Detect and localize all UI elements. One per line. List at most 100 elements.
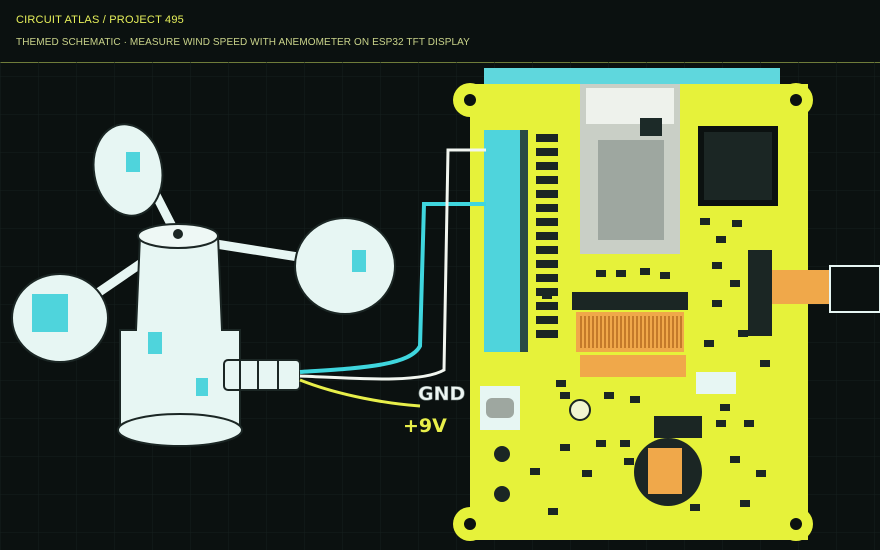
fpc-pin <box>672 316 674 348</box>
fpc-pin <box>596 316 598 348</box>
pin-pad <box>536 302 558 310</box>
smd-part <box>616 270 626 277</box>
fpc-pin <box>648 316 650 348</box>
pin-pads <box>536 134 558 338</box>
pin-pad <box>536 218 558 226</box>
smd-part <box>604 392 614 399</box>
smd-part <box>560 392 570 399</box>
smd-part <box>700 218 710 225</box>
esp32-shield-can <box>598 140 664 240</box>
header: CIRCUIT ATLAS / PROJECT 495 THEMED SCHEM… <box>0 0 880 63</box>
esp32-tft-board <box>453 68 880 541</box>
fpc-pin <box>600 316 602 348</box>
fpc-pin <box>676 316 678 348</box>
anemometer <box>11 123 396 447</box>
jst-connector <box>654 416 702 438</box>
smd-part <box>712 300 722 307</box>
fpc-pin <box>616 316 618 348</box>
reset-button <box>494 486 510 502</box>
pin-pad <box>536 316 558 324</box>
fpc-pin <box>640 316 642 348</box>
page-title: CIRCUIT ATLAS / PROJECT 495 <box>16 14 185 26</box>
battery-connector <box>648 448 682 494</box>
smd-part <box>556 380 566 387</box>
camera-module <box>829 265 880 313</box>
smd-part <box>738 330 748 337</box>
smd-part <box>624 458 634 465</box>
smd-part <box>560 444 570 451</box>
fpc-pin <box>656 316 658 348</box>
fpc-connector-3 <box>580 355 686 377</box>
vin-label: +9V <box>403 415 447 437</box>
pin-pad <box>536 190 558 198</box>
smd-part <box>582 470 592 477</box>
pin-pad <box>536 232 558 240</box>
smd-part <box>740 500 750 507</box>
fpc-pin <box>604 316 606 348</box>
smd-part <box>704 340 714 347</box>
pin-pad <box>536 162 558 170</box>
cup-right <box>294 217 396 315</box>
smd-part <box>596 440 606 447</box>
fpc-pin <box>628 316 630 348</box>
buzzer <box>569 399 591 421</box>
pin-pad <box>536 134 558 142</box>
wire-vin-yellow <box>299 378 421 408</box>
fpc-pin <box>680 316 682 348</box>
smd-part <box>760 360 770 367</box>
cable-connector <box>223 359 301 391</box>
smd-part <box>548 508 558 515</box>
mount-hole-bl <box>464 518 476 530</box>
fpc-pin <box>608 316 610 348</box>
small-connector <box>696 372 736 394</box>
fpc-pin <box>636 316 638 348</box>
smd-part <box>596 270 606 277</box>
mount-hole-tl <box>464 94 476 106</box>
fpc-pins <box>580 316 682 348</box>
page-subtitle: THEMED SCHEMATIC · MEASURE WIND SPEED WI… <box>16 37 470 48</box>
anemometer-base <box>117 413 243 447</box>
smd-part <box>620 440 630 447</box>
wires <box>299 148 486 408</box>
fpc-pin <box>660 316 662 348</box>
fpc-pin <box>652 316 654 348</box>
pin-pad <box>536 176 558 184</box>
smd-part <box>712 262 722 269</box>
smd-part <box>660 272 670 279</box>
fpc-pin <box>664 316 666 348</box>
smd-part <box>530 468 540 475</box>
smd-part <box>716 420 726 427</box>
smd-part <box>640 268 650 275</box>
fpc-pin <box>592 316 594 348</box>
pin-pad <box>536 330 558 338</box>
fpc-pin <box>668 316 670 348</box>
mount-hole-tr <box>790 94 802 106</box>
fpc-connector-1 <box>572 292 688 310</box>
smd-part <box>744 420 754 427</box>
fpc-pin <box>580 316 582 348</box>
fpc-pin <box>644 316 646 348</box>
smd-part <box>630 396 640 403</box>
pin-pad <box>536 204 558 212</box>
fpc-pin <box>584 316 586 348</box>
smd-part <box>730 456 740 463</box>
gnd-label: GND <box>418 383 465 405</box>
flex-cable <box>772 270 832 304</box>
smd-part <box>730 280 740 287</box>
smd-part <box>756 470 766 477</box>
fpc-pin <box>632 316 634 348</box>
qr-label <box>640 118 662 136</box>
display-edge <box>484 68 780 84</box>
pin-pad <box>536 274 558 282</box>
fpc-pin <box>624 316 626 348</box>
boot-button <box>494 446 510 462</box>
smd-part <box>690 504 700 511</box>
schematic-canvas: GND +9V <box>0 62 880 550</box>
pin-pad <box>536 260 558 268</box>
wire-signal-cyan <box>299 202 486 374</box>
smd-part <box>732 220 742 227</box>
pin-pad <box>536 148 558 156</box>
mount-hole-br <box>790 518 802 530</box>
wire-gnd-white <box>299 148 486 381</box>
smd-part <box>716 236 726 243</box>
